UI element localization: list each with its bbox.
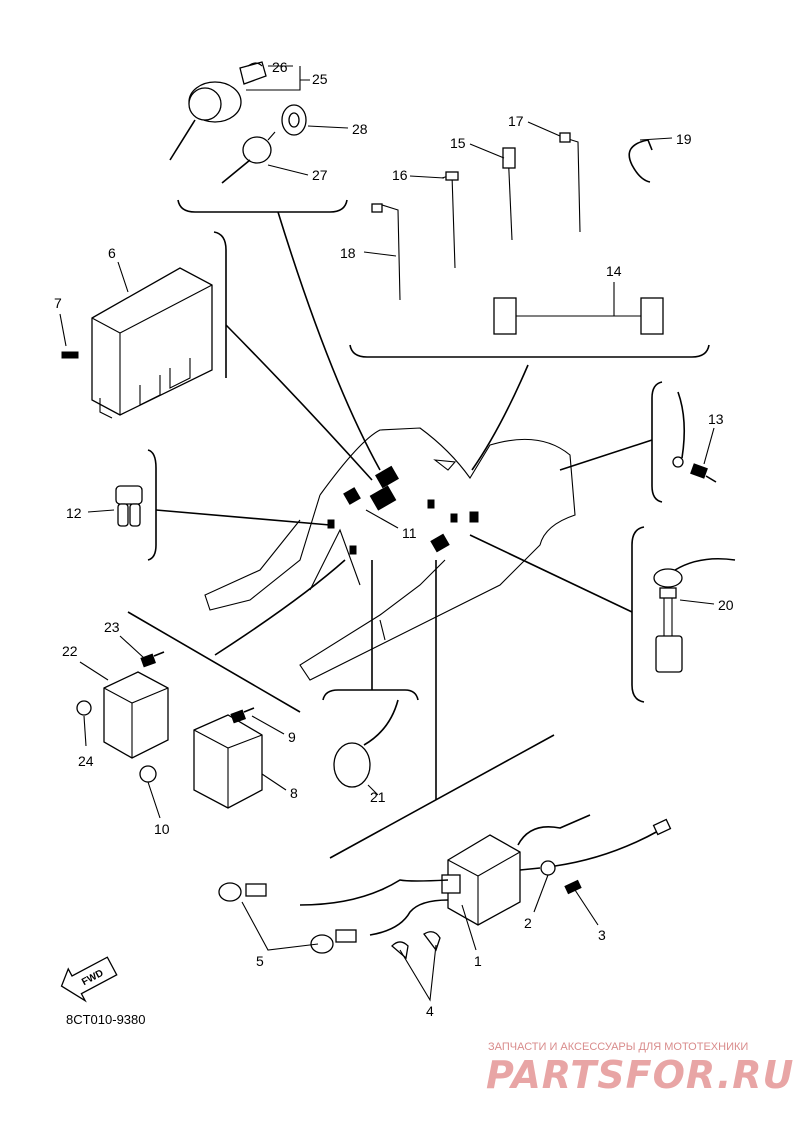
part-label-28: 28	[352, 121, 368, 137]
part-label-3: 3	[598, 927, 606, 943]
part-label-13: 13	[708, 411, 724, 427]
part-label-8: 8	[290, 785, 298, 801]
regulator	[76, 651, 169, 759]
callout-leaders	[59, 65, 715, 1002]
part-label-26: 26	[272, 59, 288, 75]
fuel-sender	[653, 557, 736, 673]
relay	[115, 485, 143, 527]
part-label-14: 14	[606, 263, 622, 279]
part-label-27: 27	[312, 167, 328, 183]
watermark: ЗАПЧАСТИ И АКСЕССУАРЫ ДЛЯ МОТОТЕХНИКИ PA…	[486, 1041, 794, 1097]
part-label-6: 6	[108, 245, 116, 261]
fwd-arrow: FWD	[60, 956, 118, 1003]
part-label-18: 18	[340, 245, 356, 261]
ground-lead	[672, 391, 717, 483]
part-label-7: 7	[54, 295, 62, 311]
ignition-coil-assembly	[218, 814, 672, 960]
main-switch-assembly	[169, 61, 307, 184]
part-label-23: 23	[104, 619, 120, 635]
part-label-16: 16	[392, 167, 408, 183]
frame-outline	[204, 427, 576, 681]
cdi-unit	[61, 267, 213, 419]
part-label-21: 21	[370, 789, 386, 805]
part-label-10: 10	[154, 821, 170, 837]
small-parts-top	[371, 132, 664, 335]
part-labels: 26 25 28 27 17 19 15 16 18 6 14 7 13 12 …	[54, 59, 734, 1019]
condenser	[333, 699, 399, 788]
drawing-code: 8CT010-9380	[66, 1012, 146, 1027]
part-label-2: 2	[524, 915, 532, 931]
part-label-4: 4	[426, 1003, 434, 1019]
part-label-5: 5	[256, 953, 264, 969]
harness-connectors	[327, 465, 479, 555]
part-label-11: 11	[402, 525, 417, 541]
group-brackets	[127, 199, 710, 859]
part-label-12: 12	[66, 505, 82, 521]
part-label-17: 17	[508, 113, 524, 129]
part-label-24: 24	[78, 753, 94, 769]
watermark-tagline: ЗАПЧАСТИ И АКСЕССУАРЫ ДЛЯ МОТОТЕХНИКИ	[488, 1041, 748, 1053]
harness-lines	[155, 211, 653, 800]
rectifier	[139, 707, 263, 809]
part-label-15: 15	[450, 135, 466, 151]
part-label-19: 19	[676, 131, 692, 147]
part-label-9: 9	[288, 729, 296, 745]
part-label-25: 25	[312, 71, 328, 87]
part-label-1: 1	[474, 953, 482, 969]
watermark-logo: PARTSFOR.RU	[486, 1053, 794, 1097]
part-label-22: 22	[62, 643, 78, 659]
part-label-20: 20	[718, 597, 734, 613]
